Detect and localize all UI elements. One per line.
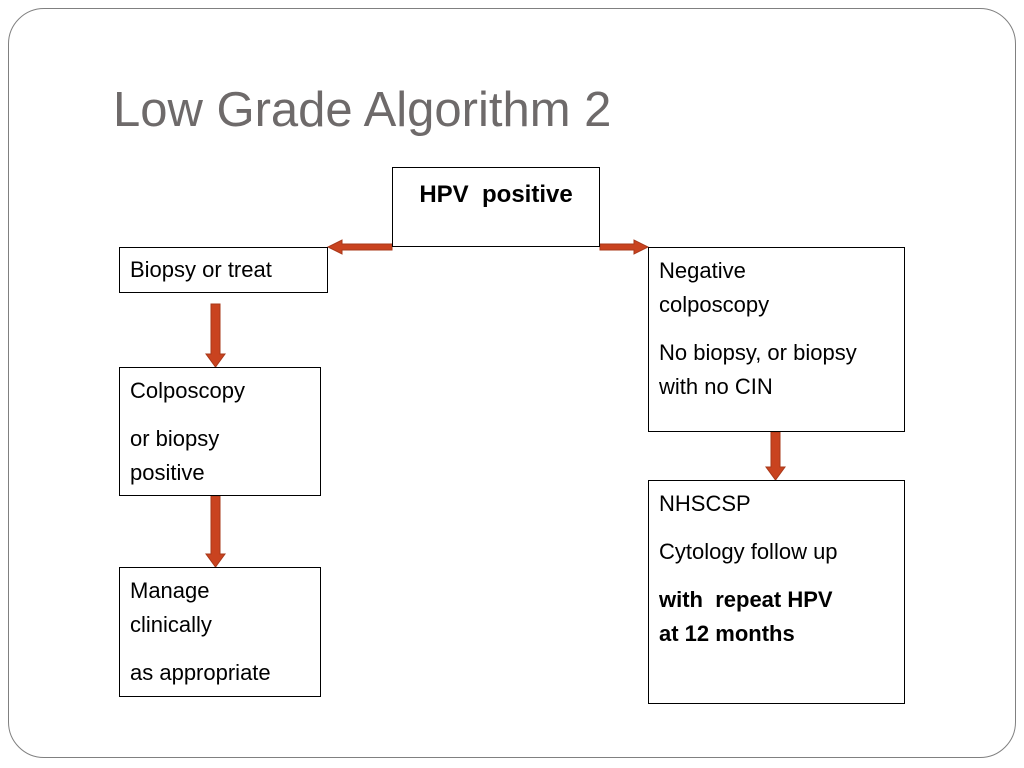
node-manage-line-3: as appropriate [130, 660, 271, 685]
node-biopsy-label: Biopsy or treat [130, 257, 272, 282]
slide-title: Low Grade Algorithm 2 [113, 83, 612, 137]
node-colposcopy-line-3: positive [130, 460, 205, 485]
node-biopsy-or-treat: Biopsy or treat [119, 247, 328, 293]
node-hpv-label: HPV positive [419, 181, 573, 208]
node-negative-line-3: No biopsy, or biopsy [659, 340, 857, 365]
node-manage-line-2: clinically [130, 612, 212, 637]
node-nhscsp-line-2: Cytology follow up [659, 539, 838, 564]
node-manage-line-1: Manage [130, 578, 210, 603]
node-nhscsp: NHSCSP Cytology follow up with repeat HP… [648, 480, 905, 704]
node-nhscsp-line-3: with repeat HPV [659, 587, 833, 612]
node-manage-clinically: Manage clinically as appropriate [119, 567, 321, 697]
node-colposcopy-positive: Colposcopy or biopsy positive [119, 367, 321, 496]
node-nhscsp-line-4: at 12 months [659, 621, 795, 646]
node-colposcopy-line-1: Colposcopy [130, 378, 245, 403]
node-negative-line-2: colposcopy [659, 292, 770, 317]
node-hpv-positive: HPV positive [392, 167, 600, 247]
node-colposcopy-line-2: or biopsy [130, 426, 220, 451]
node-nhscsp-line-1: NHSCSP [659, 491, 751, 516]
node-negative-line-4: with no CIN [659, 374, 773, 399]
node-negative-line-1: Negative [659, 258, 746, 283]
node-negative-colposcopy: Negative colposcopy No biopsy, or biopsy… [648, 247, 905, 432]
